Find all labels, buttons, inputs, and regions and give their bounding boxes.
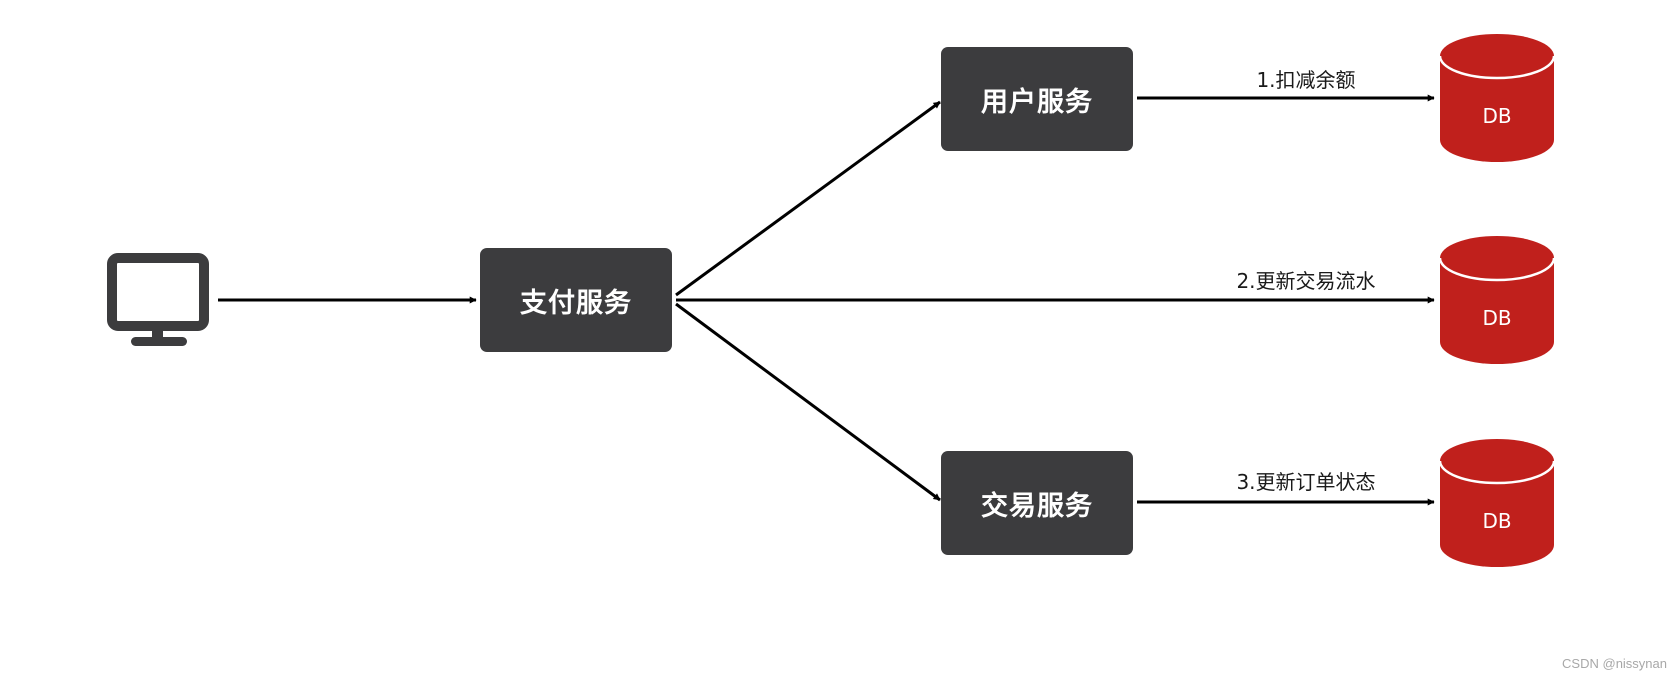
- edge-label-update-flow: 2.更新交易流水: [1236, 269, 1376, 293]
- db-label-2: DB: [1482, 306, 1512, 330]
- payment-service-box: 支付服务: [480, 248, 672, 352]
- edge-label-deduct-balance: 1.扣减余额: [1256, 68, 1356, 92]
- edge-label-update-order: 3.更新订单状态: [1236, 470, 1376, 494]
- database-cylinder-1: [1438, 34, 1556, 162]
- arrow-payment-to-user: [675, 100, 941, 297]
- trade-service-label: 交易服务: [981, 490, 1093, 522]
- payment-service-label: 支付服务: [520, 287, 632, 319]
- user-service-box: 用户服务: [941, 47, 1133, 151]
- database-cylinder-2: [1438, 236, 1556, 364]
- connector-arrows: [218, 94, 1435, 506]
- arrow-payment-to-trade: [675, 302, 941, 502]
- user-service-label: 用户服务: [981, 86, 1093, 118]
- db-label-3: DB: [1482, 509, 1512, 533]
- monitor-icon: [107, 253, 209, 346]
- watermark: CSDN @nissynan: [1562, 656, 1667, 671]
- trade-service-box: 交易服务: [941, 451, 1133, 555]
- db-label-1: DB: [1482, 104, 1512, 128]
- database-cylinder-3: [1438, 439, 1556, 567]
